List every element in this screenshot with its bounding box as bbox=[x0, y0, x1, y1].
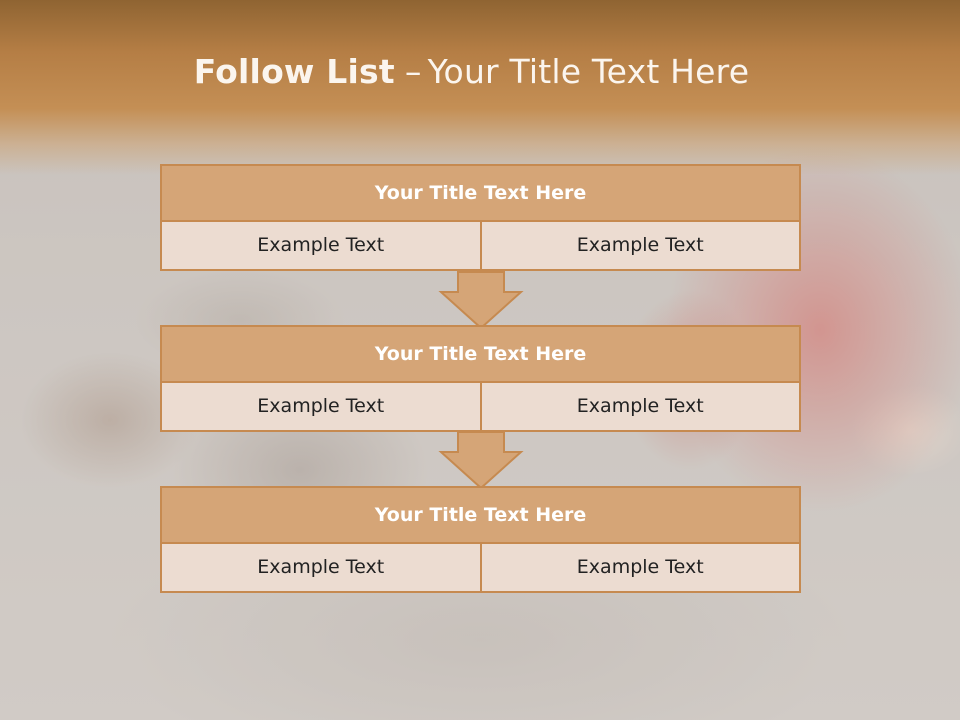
block-title: Your Title Text Here bbox=[162, 488, 799, 544]
title-rest: Your Title Text Here bbox=[427, 52, 750, 91]
down-arrow-icon bbox=[438, 271, 524, 330]
block-row: Example Text Example Text bbox=[162, 544, 799, 591]
list-block-1: Your Title Text Here Example Text Exampl… bbox=[160, 164, 801, 271]
slide-title: Follow List–Your Title Text Here bbox=[0, 52, 943, 91]
list-block-2: Your Title Text Here Example Text Exampl… bbox=[160, 325, 801, 432]
block-title: Your Title Text Here bbox=[162, 327, 799, 383]
title-dash: – bbox=[404, 52, 422, 91]
title-band bbox=[0, 0, 960, 175]
block-cell-right: Example Text bbox=[479, 222, 799, 269]
down-arrow-icon bbox=[438, 431, 524, 490]
list-block-3: Your Title Text Here Example Text Exampl… bbox=[160, 486, 801, 593]
title-bold: Follow List bbox=[193, 52, 395, 91]
block-cell-left: Example Text bbox=[162, 544, 480, 591]
block-cell-left: Example Text bbox=[162, 222, 480, 269]
block-title: Your Title Text Here bbox=[162, 166, 799, 222]
block-cell-left: Example Text bbox=[162, 383, 480, 430]
block-cell-right: Example Text bbox=[479, 544, 799, 591]
block-row: Example Text Example Text bbox=[162, 383, 799, 430]
block-cell-right: Example Text bbox=[479, 383, 799, 430]
block-row: Example Text Example Text bbox=[162, 222, 799, 269]
